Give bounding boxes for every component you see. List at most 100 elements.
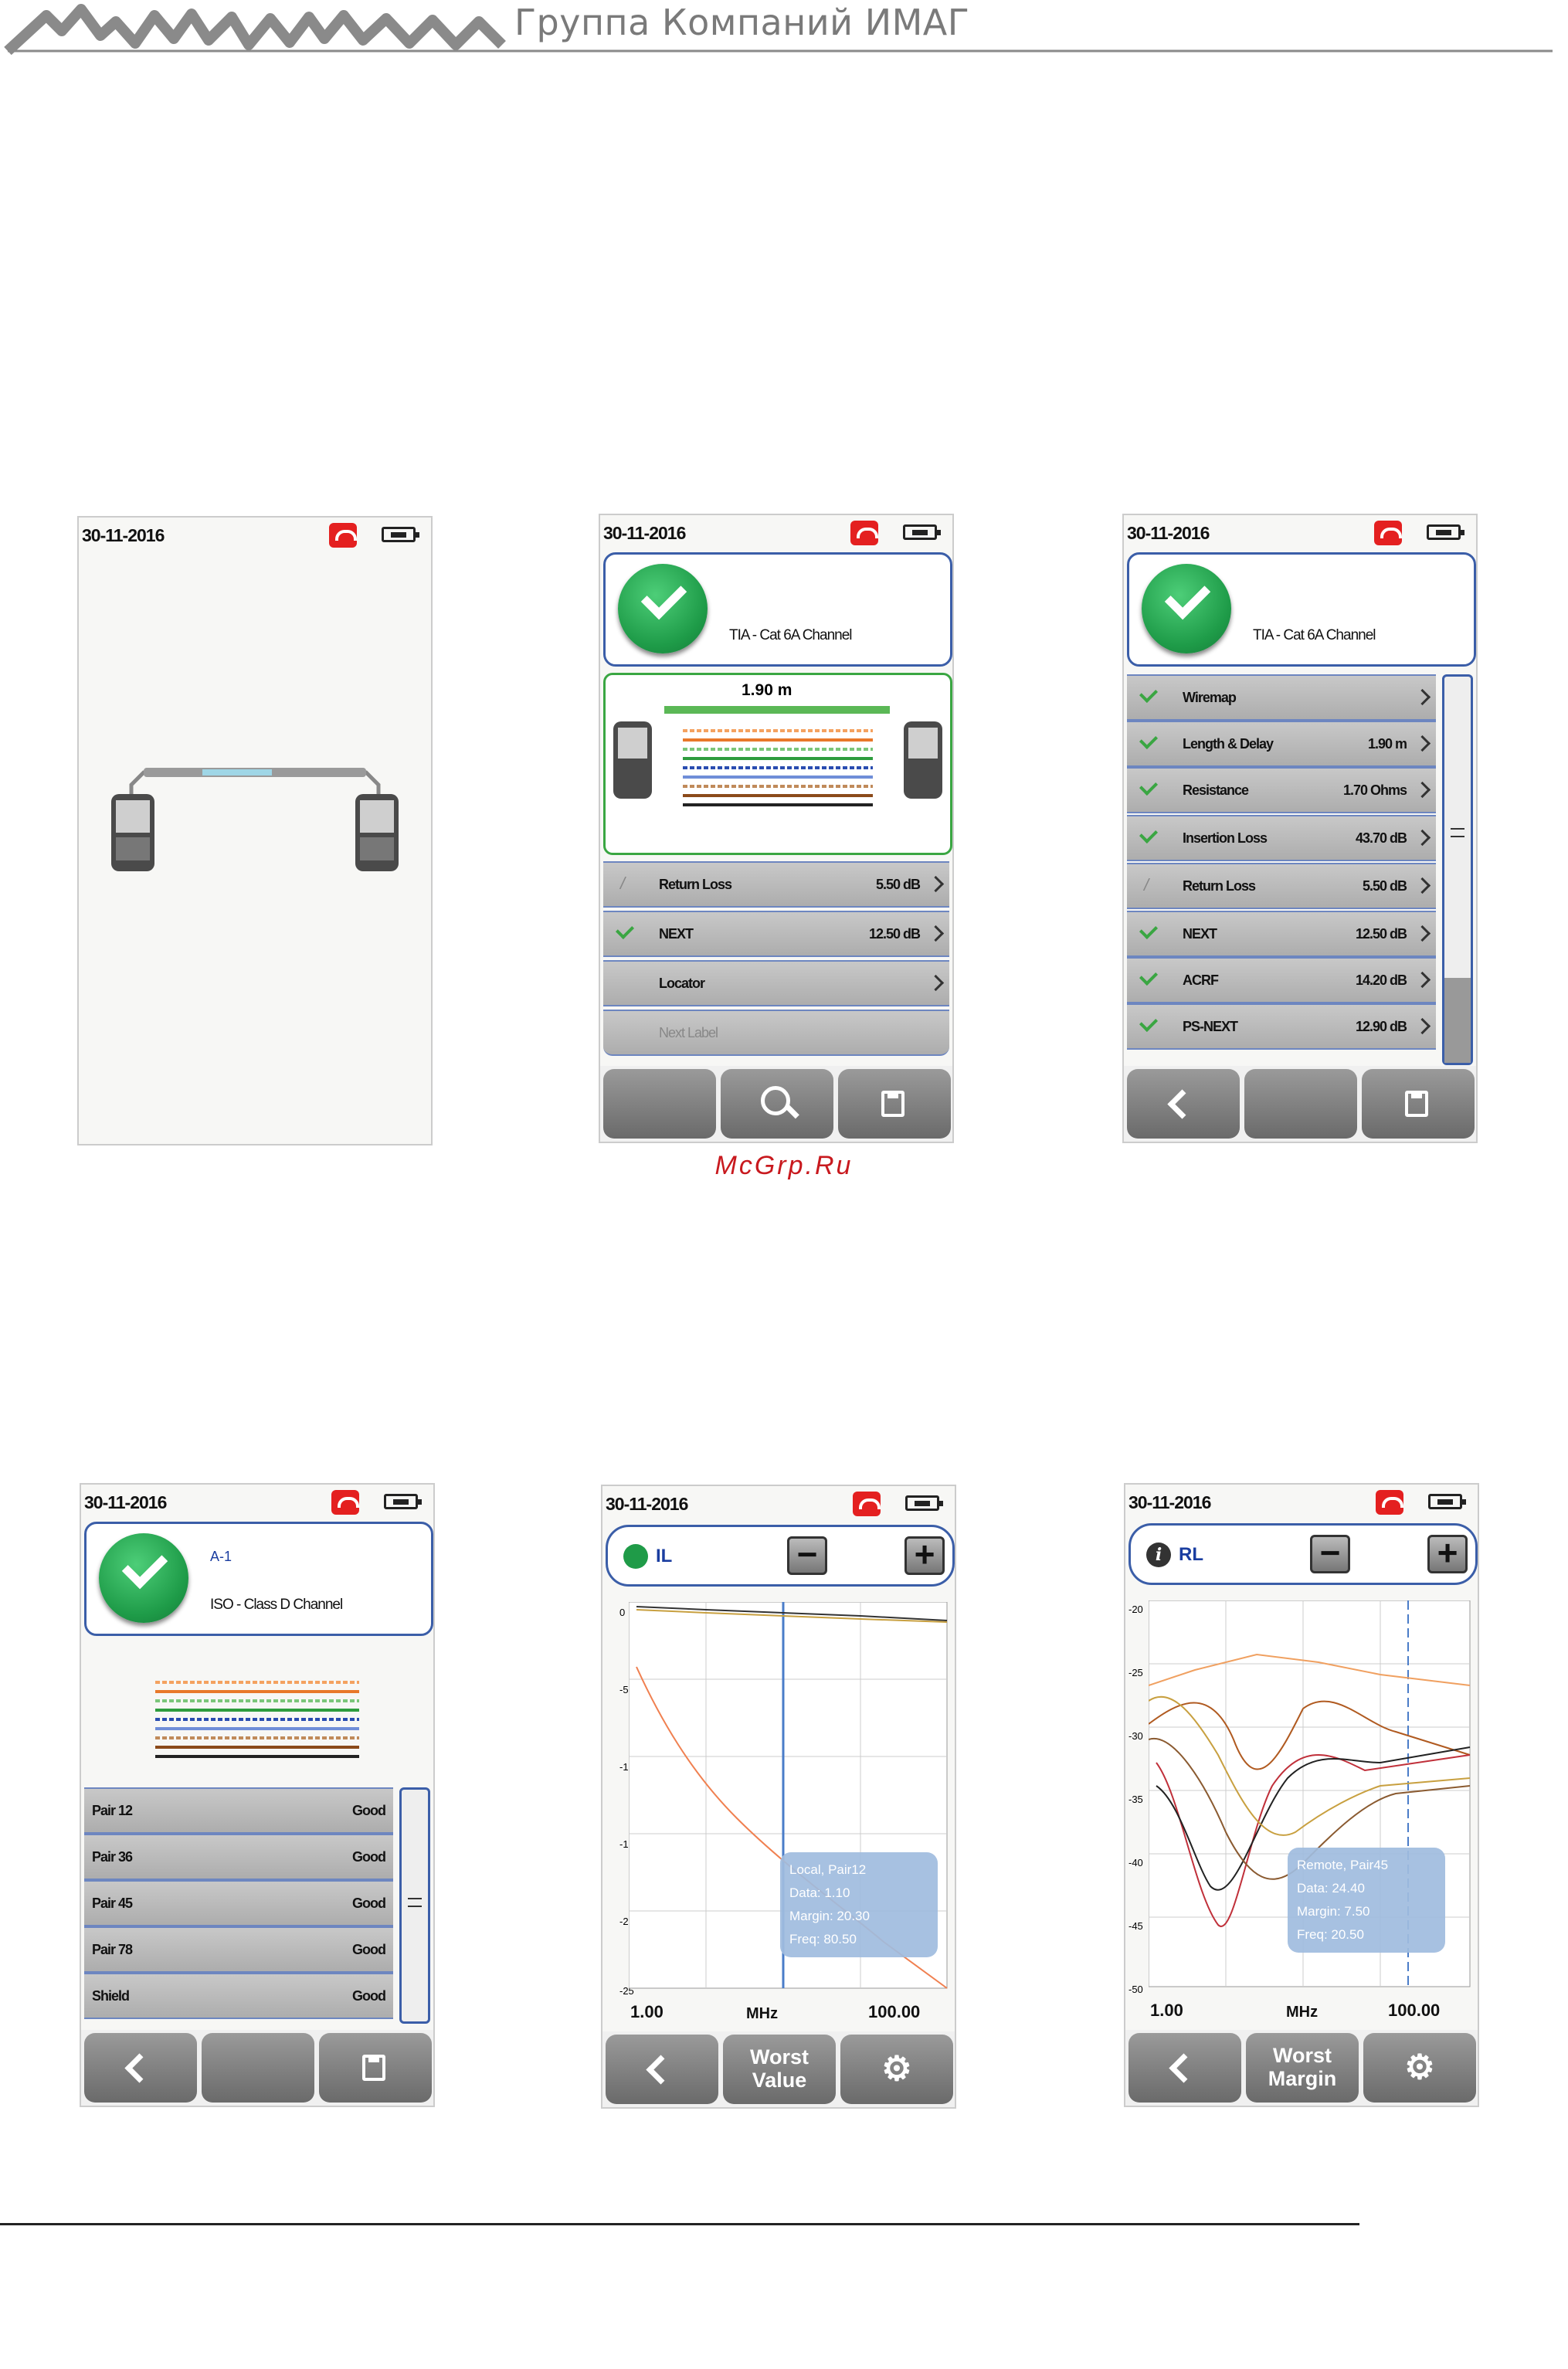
result-row-next-label[interactable]: Next Label — [603, 1010, 949, 1056]
warn-icon: / — [620, 874, 626, 893]
save-button[interactable] — [838, 1069, 951, 1139]
x-axis-min: 1.00 — [630, 2002, 664, 2021]
check-icon — [1139, 920, 1159, 940]
toolbar — [600, 1066, 952, 1142]
watermark: McGrp.Ru — [714, 1151, 854, 1180]
battery-icon — [382, 527, 419, 542]
battery-icon — [384, 1494, 422, 1509]
info-icon: i — [1146, 1543, 1171, 1567]
check-icon — [1139, 730, 1159, 750]
x-axis-unit: MHz — [746, 2005, 779, 2022]
battery-icon — [1427, 524, 1464, 540]
x-axis-min: 1.00 — [1150, 2001, 1183, 2020]
result-header[interactable]: A-1 ISO - Class D Channel — [84, 1522, 433, 1636]
back-button[interactable] — [1128, 2033, 1241, 2103]
pass-check-icon — [618, 564, 708, 653]
screen-test-result: 30-11-2016 TIA - Cat 6A Channel 1.90 m — [599, 514, 954, 1143]
chevron-right-icon — [1414, 925, 1431, 942]
back-button[interactable] — [606, 2035, 718, 2104]
pass-check-icon — [1142, 564, 1231, 653]
document-banner: Группа Компаний ИМАГ — [0, 0, 1568, 70]
blank-button[interactable] — [1244, 1069, 1357, 1139]
chevron-right-icon — [927, 875, 945, 893]
save-button[interactable] — [319, 2033, 432, 2103]
scrollbar[interactable] — [1442, 674, 1473, 1065]
result-header[interactable]: TIA - Cat 6A Channel — [603, 552, 952, 667]
back-button[interactable] — [1127, 1069, 1240, 1139]
toolbar — [81, 2030, 433, 2106]
data-tooltip: Local, Pair12 Data: 1.10 Margin: 20.30 F… — [780, 1852, 938, 1957]
battery-icon — [903, 524, 941, 540]
chevron-right-icon — [1414, 1017, 1431, 1035]
save-button[interactable] — [1362, 1069, 1475, 1139]
back-button[interactable] — [84, 2033, 197, 2103]
result-row-locator[interactable]: Locator — [603, 960, 949, 1006]
status-bar: 30-11-2016 — [79, 518, 431, 552]
zoom-in-button[interactable]: + — [1427, 1535, 1468, 1573]
date-label: 30-11-2016 — [1128, 1492, 1211, 1512]
battery-icon — [1428, 1494, 1466, 1509]
company-name: Группа Компаний ИМАГ — [514, 2, 970, 43]
chevron-right-icon — [927, 974, 945, 992]
company-logo — [4, 4, 1553, 56]
check-icon — [1139, 966, 1159, 986]
phone-icon[interactable] — [1376, 1490, 1403, 1515]
scrollbar[interactable] — [399, 1787, 430, 2024]
footer-rule — [0, 2223, 1359, 2225]
graph-name: IL — [656, 1546, 673, 1566]
date-label: 30-11-2016 — [606, 1494, 688, 1514]
settings-gear-icon[interactable]: ⚙ — [840, 2035, 953, 2104]
settings-gear-icon[interactable]: ⚙ — [1363, 2033, 1476, 2103]
tester-right-icon — [904, 721, 942, 799]
check-icon — [1139, 824, 1159, 844]
date-label: 30-11-2016 — [82, 525, 165, 545]
test-standard: TIA - Cat 6A Channel — [729, 627, 852, 643]
wiremap-panel[interactable]: 1.90 m — [603, 673, 952, 855]
result-header[interactable]: TIA - Cat 6A Channel — [1127, 552, 1476, 667]
status-bar: 30-11-2016 — [602, 1486, 955, 1520]
blank-button[interactable] — [603, 1069, 716, 1139]
blank-button[interactable] — [202, 2033, 314, 2103]
phone-icon[interactable] — [850, 521, 878, 545]
result-row-wiremap[interactable]: Wiremap — [1127, 674, 1436, 721]
date-label: 30-11-2016 — [603, 523, 686, 543]
toolbar — [1124, 1066, 1476, 1142]
zoom-out-button[interactable]: − — [1310, 1535, 1350, 1573]
search-button[interactable] — [721, 1069, 833, 1139]
phone-icon[interactable] — [1374, 521, 1402, 545]
zoom-in-button[interactable]: + — [904, 1536, 945, 1575]
screen-shield-pairs: 30-11-2016 A-1 ISO - Class D Channel Pai… — [80, 1483, 435, 2107]
chevron-right-icon — [1414, 688, 1431, 706]
check-icon — [1139, 684, 1159, 704]
result-row-next[interactable]: NEXT 12.50 dB — [603, 911, 949, 957]
result-row-return-loss[interactable]: / Return Loss 5.50 dB — [603, 861, 949, 908]
battery-icon — [905, 1495, 943, 1511]
graph-name: RL — [1179, 1544, 1203, 1565]
cable-length: 1.90 m — [742, 681, 792, 699]
chevron-right-icon — [1414, 781, 1431, 799]
check-icon — [1139, 1013, 1159, 1033]
status-bar: 30-11-2016 — [600, 515, 952, 549]
screen-rl-graph: 30-11-2016 i RL − + -20 -25 -30 -35 -40 … — [1124, 1483, 1479, 2107]
phone-icon[interactable] — [329, 523, 357, 548]
chevron-right-icon — [1414, 829, 1431, 847]
phone-icon[interactable] — [853, 1492, 881, 1516]
zoom-out-button[interactable]: − — [787, 1536, 827, 1575]
phone-icon[interactable] — [331, 1490, 359, 1515]
